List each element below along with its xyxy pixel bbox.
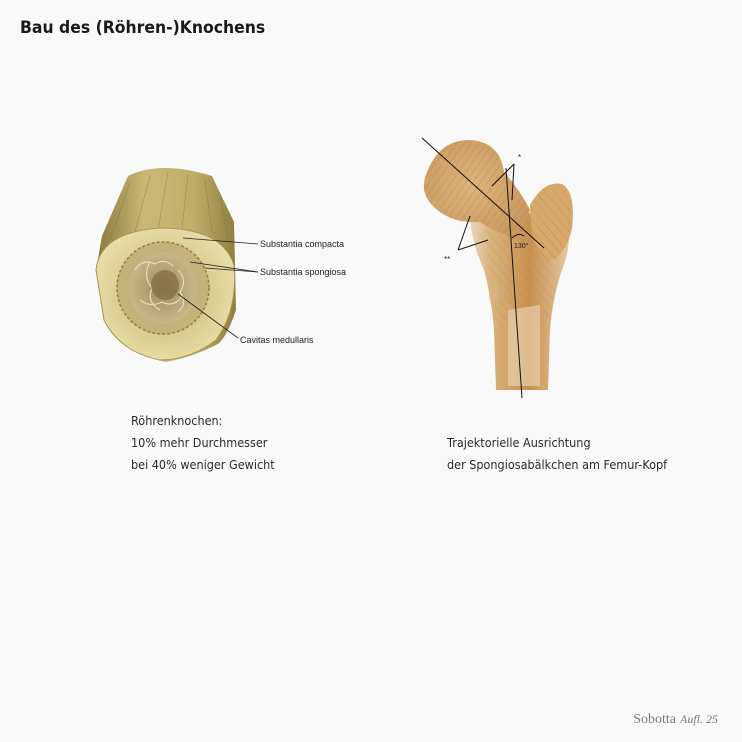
source-edition: Aufl. 25: [680, 712, 718, 726]
label-substantia-spongiosa: Substantia spongiosa: [260, 267, 346, 277]
label-single-asterisk: *: [518, 153, 521, 162]
femur-trajectory-lines: [421, 137, 545, 399]
caption-right-line2: der Spongiosabälkchen am Femur-Kopf: [447, 457, 668, 472]
label-angle-130: 130°: [514, 242, 529, 250]
caption-right-line1: Trajektorielle Ausrichtung: [447, 435, 591, 450]
label-cavitas-medullaris: Cavitas medullaris: [240, 335, 314, 345]
caption-left-line2: 10% mehr Durchmesser: [131, 435, 268, 450]
label-substantia-compacta: Substantia compacta: [260, 239, 344, 249]
femur-illustration: [423, 140, 573, 390]
page-title: Bau des (Röhren-)Knochens: [20, 18, 266, 38]
source-credit: Sobotta Aufl. 25: [633, 712, 718, 728]
long-bone-illustration: [95, 168, 236, 362]
caption-left-line1: Röhrenknochen:: [131, 413, 223, 428]
label-double-asterisk: **: [444, 255, 450, 264]
bone-leader-lines: [177, 237, 259, 339]
source-brand: Sobotta: [633, 712, 676, 727]
caption-femur: Trajektorielle Ausrichtung der Spongiosa…: [447, 432, 667, 476]
caption-left-line3: bei 40% weniger Gewicht: [131, 457, 275, 472]
caption-long-bone: Röhrenknochen: 10% mehr Durchmesser bei …: [131, 410, 275, 476]
